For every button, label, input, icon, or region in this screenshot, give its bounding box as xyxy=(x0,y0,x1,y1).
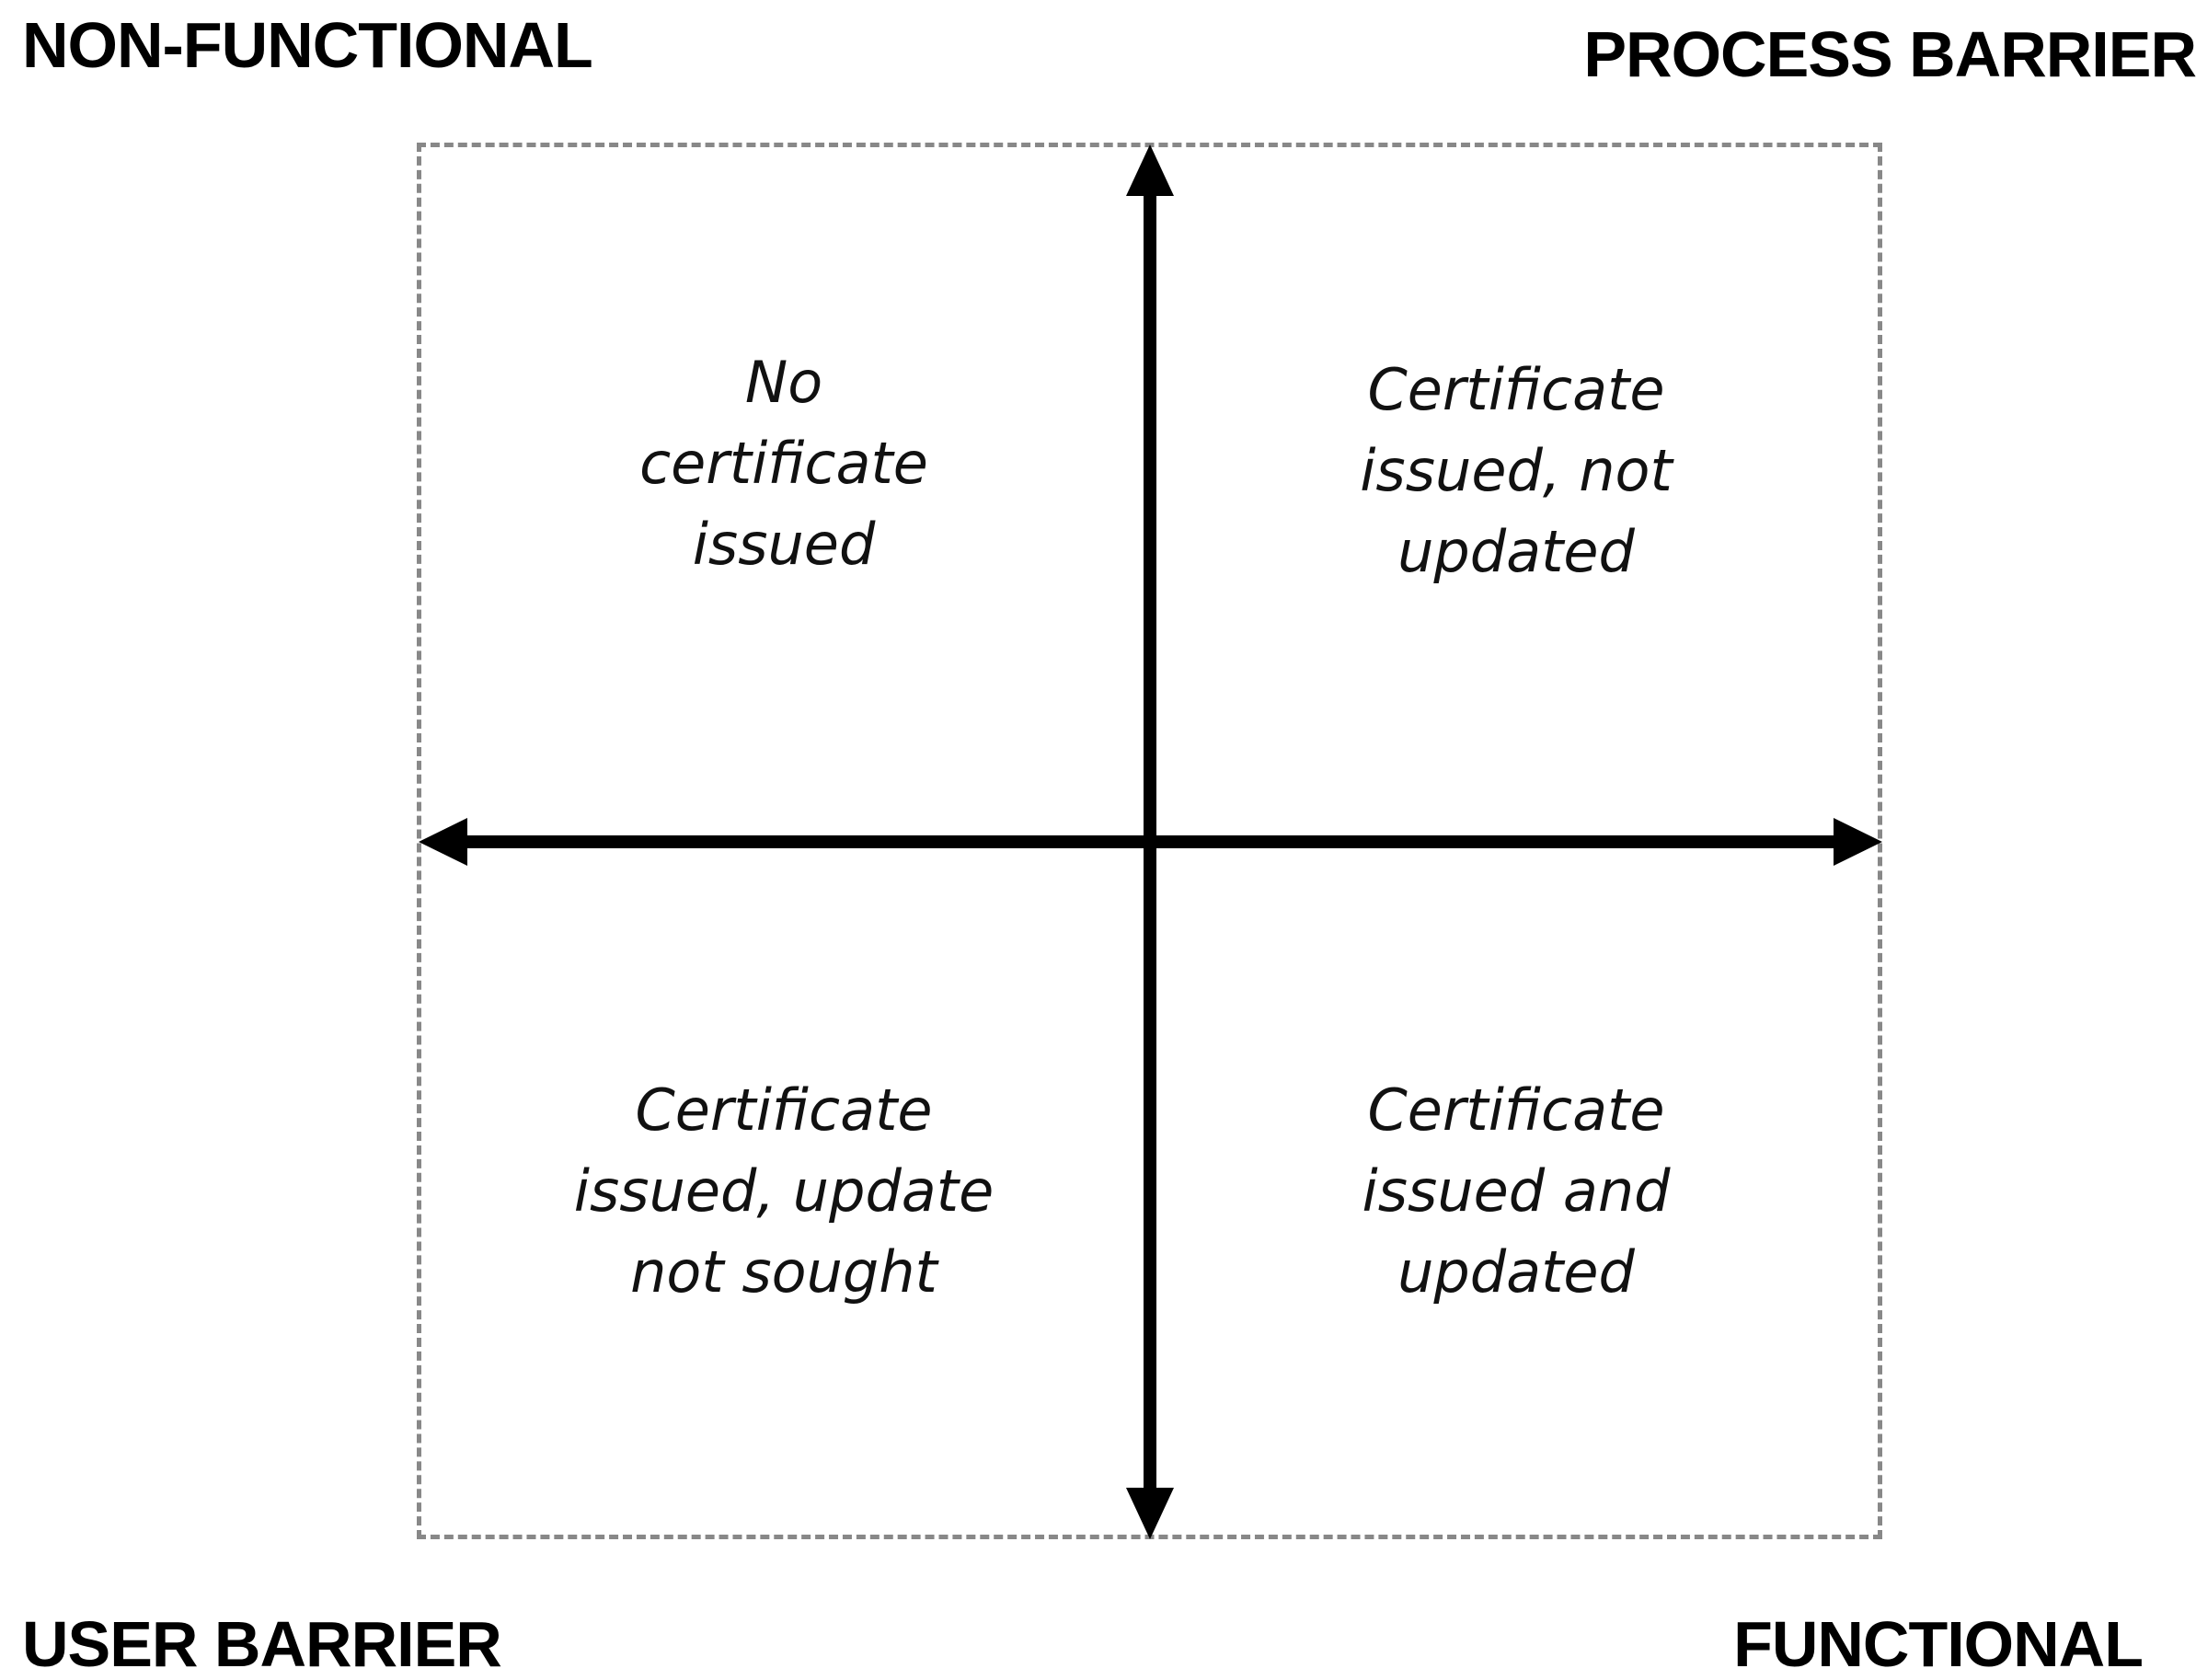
quadrant-text-line: issued, not xyxy=(1360,437,1673,504)
quadrant-text-line: certificate xyxy=(639,430,928,497)
arrow-head-up xyxy=(1126,144,1174,196)
quadrant-text-line: Certificate xyxy=(1367,356,1665,423)
quadrant-bottom-left-text: Certificate issued, update not sought xyxy=(545,1070,1023,1313)
quadrant-text-line: No xyxy=(744,349,823,416)
quadrant-top-left-text: No certificate issued xyxy=(545,342,1023,585)
quadrant-text-line: Certificate xyxy=(635,1076,933,1144)
corner-label-non-functional: NON-FUNCTIONAL xyxy=(22,9,593,81)
quadrant-text-line: updated xyxy=(1397,518,1635,585)
quadrant-text-line: issued, update xyxy=(573,1157,995,1225)
arrow-head-right xyxy=(1834,818,1882,866)
quadrant-text-line: updated xyxy=(1397,1238,1635,1306)
quadrant-top-right-text: Certificate issued, not updated xyxy=(1277,350,1755,593)
quadrant-text-line: not sought xyxy=(630,1238,937,1306)
corner-label-user-barrier: USER BARRIER xyxy=(22,1608,502,1680)
corner-label-functional: FUNCTIONAL xyxy=(1733,1608,2144,1680)
quadrant-text-line: issued xyxy=(692,511,876,578)
quadrant-bottom-right-text: Certificate issued and updated xyxy=(1277,1070,1755,1313)
arrow-head-down xyxy=(1126,1488,1174,1539)
quadrant-text-line: issued and xyxy=(1362,1157,1671,1225)
arrow-head-left xyxy=(419,818,467,866)
corner-label-process-barrier: PROCESS BARRIER xyxy=(1583,18,2196,90)
quadrant-text-line: Certificate xyxy=(1367,1076,1665,1144)
